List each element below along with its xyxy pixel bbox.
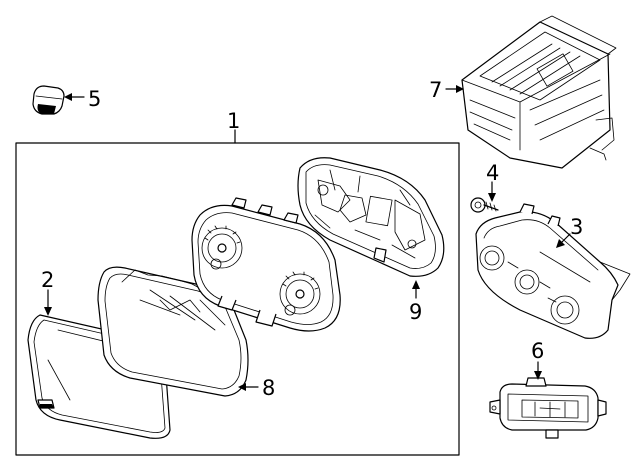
gauge-board (191, 197, 341, 332)
cluster-assembly-box (15, 129, 460, 456)
callout-9: 9 (409, 300, 422, 324)
callout-5: 5 (88, 87, 101, 111)
part-4-screw (470, 197, 499, 213)
callout-1: 1 (227, 109, 240, 133)
callout-8: 8 (262, 376, 275, 400)
part-3-heater-control (475, 203, 631, 339)
callout-2: 2 (41, 268, 54, 292)
leader-lines (44, 85, 571, 391)
part-7-control-module (461, 15, 617, 169)
part-9-rear-housing (297, 157, 445, 277)
callout-7: 7 (429, 78, 442, 102)
callout-6: 6 (531, 339, 544, 363)
part-6-switch-bezel (489, 377, 607, 439)
part-5-switch-cap (32, 85, 65, 115)
callout-4: 4 (486, 161, 499, 185)
callout-3: 3 (570, 215, 583, 239)
